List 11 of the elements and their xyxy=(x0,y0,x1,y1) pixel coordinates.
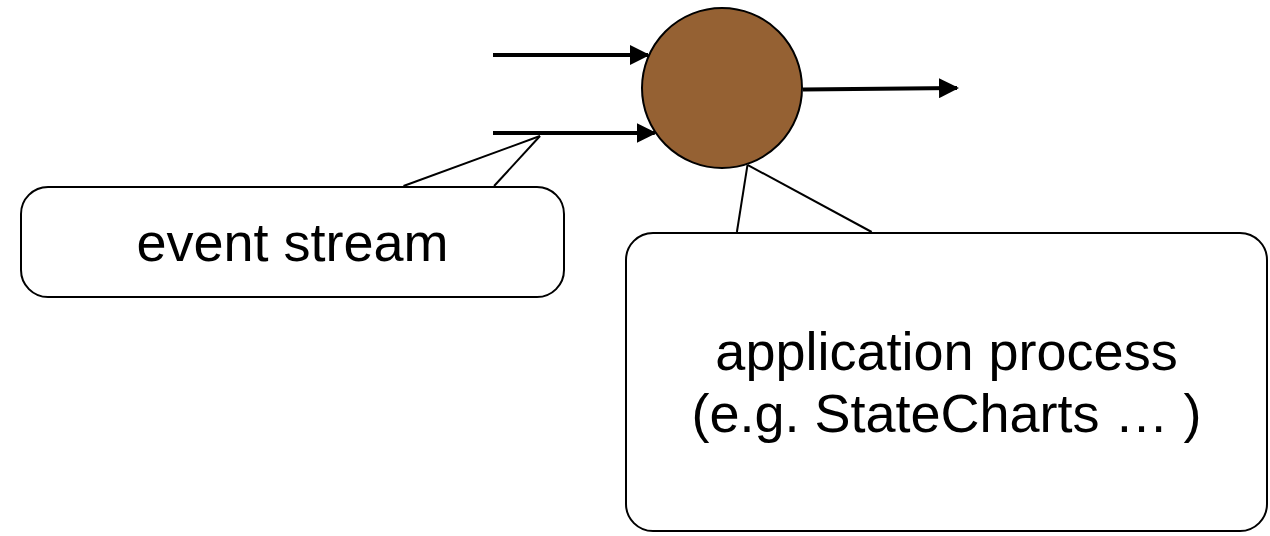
leader-line xyxy=(402,135,541,187)
leader-line xyxy=(735,163,749,233)
arrow xyxy=(802,78,959,99)
callout-bubble xyxy=(20,186,565,298)
callout-text: application process (e.g. StateCharts … ) xyxy=(690,320,1203,444)
arrow xyxy=(493,123,657,143)
leader-line xyxy=(746,163,873,233)
leader-line xyxy=(493,135,541,187)
callout-text: event stream xyxy=(136,211,449,273)
callout-bubble xyxy=(625,232,1268,532)
arrow xyxy=(493,45,650,65)
